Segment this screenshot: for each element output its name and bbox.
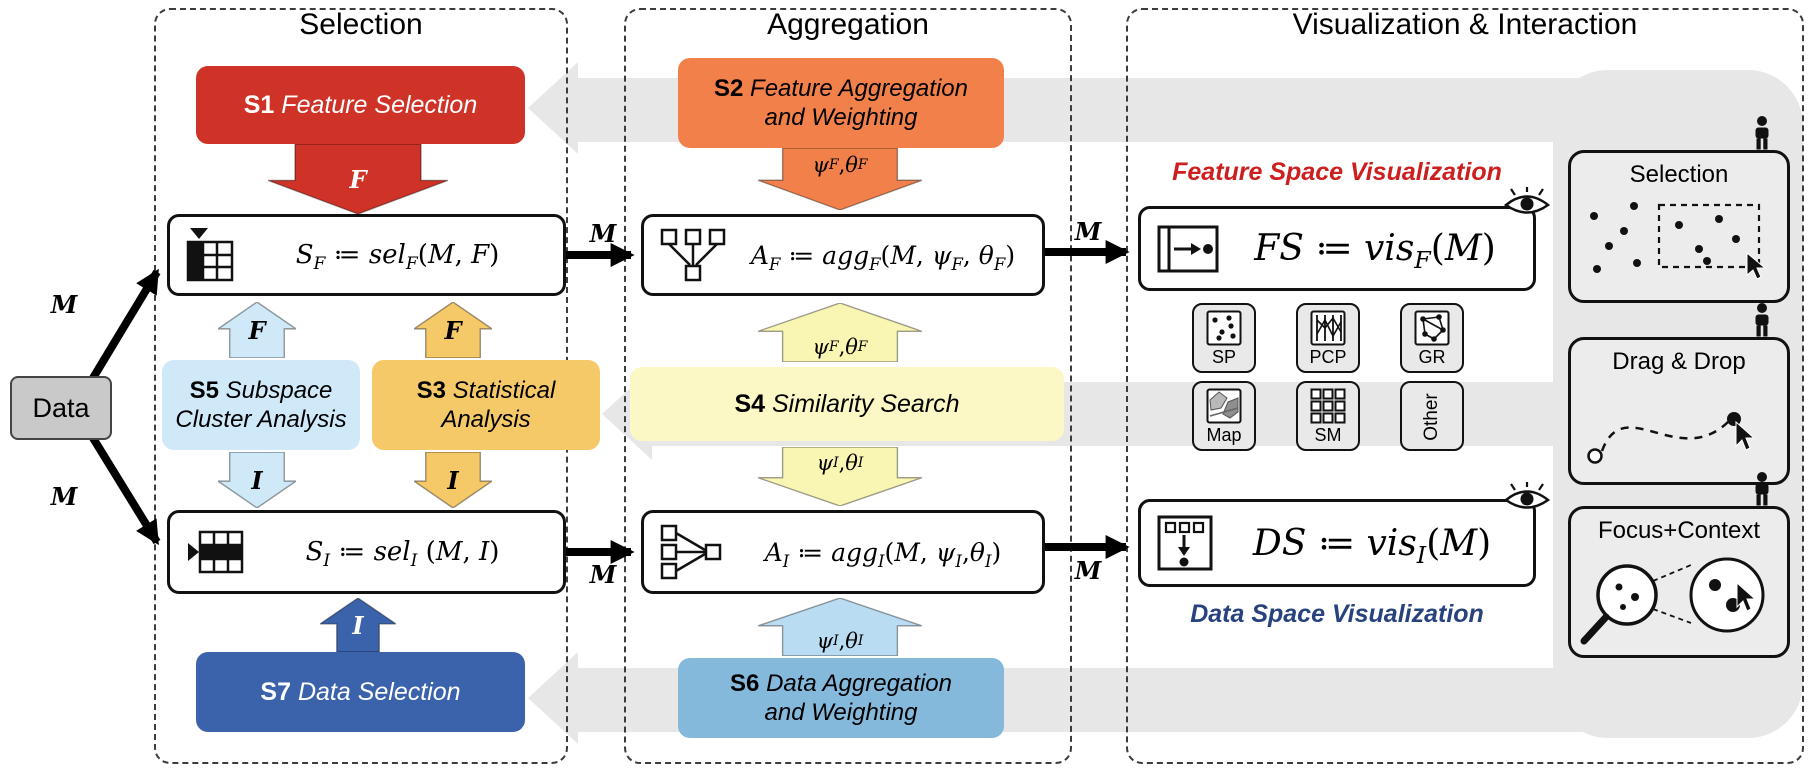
magnifier-icon <box>1580 564 1658 645</box>
person-icon <box>1755 303 1769 337</box>
arrow-f-amber-up: F <box>414 302 492 358</box>
selection-illustration <box>1590 202 1767 280</box>
map-icon <box>1206 388 1242 424</box>
arrow-label: I <box>251 465 263 495</box>
arrow-label: I <box>447 465 459 495</box>
cursor-icon <box>1736 581 1757 612</box>
formula-fs: FS ≔ visF(M) <box>1254 228 1496 275</box>
feature-vis-icon <box>1157 225 1219 272</box>
edge-label-m: M <box>1074 217 1102 246</box>
row-selection-icon <box>188 530 244 574</box>
cursor-icon <box>1746 251 1767 280</box>
edge-label-m: M <box>1074 556 1102 585</box>
aggregation-items-box: AI ≔ aggI(M, ψI,θI) <box>641 510 1045 594</box>
data-space-vis-label: Data Space Visualization <box>1190 600 1484 628</box>
step-s4-similarity-search: S4 Similarity Search <box>630 367 1064 441</box>
eye-icon <box>1504 187 1550 214</box>
feature-aggregation-icon <box>660 228 726 282</box>
panel-title-visualization: Visualization & Interaction <box>1292 8 1638 41</box>
edge-data-to-si <box>89 435 161 546</box>
edge-label-m: M <box>50 290 78 319</box>
eye-icon <box>1504 482 1550 509</box>
focus-context-illustration <box>1580 557 1765 645</box>
context-lens <box>1689 557 1765 633</box>
data-space-vis-box: DS ≔ visI(M) <box>1138 499 1536 587</box>
scatterplot-icon <box>1206 310 1242 346</box>
arrow-label: F <box>444 315 462 345</box>
interaction-focus-context: Focus+Context <box>1568 506 1790 658</box>
arrow-i-amber-down: I <box>414 452 492 508</box>
person-icon <box>1755 116 1769 150</box>
vis-type-sp: SP <box>1192 303 1256 373</box>
interaction-drag-drop: Drag & Drop <box>1568 337 1790 485</box>
vis-type-pcp: PCP <box>1296 303 1360 373</box>
vis-type-gr: GR <box>1400 303 1464 373</box>
cursor-icon <box>1735 420 1756 451</box>
panel-title-aggregation: Aggregation <box>767 8 929 41</box>
selection-items-box: SI ≔ selI (M, I) <box>167 510 566 594</box>
vis-type-other: Other <box>1400 381 1464 451</box>
edge-label-m: M <box>50 482 78 511</box>
step-s6-data-aggregation: S6 Data Aggregation and Weighting <box>678 658 1004 738</box>
column-selection-icon <box>186 228 234 282</box>
vis-type-map: Map <box>1192 381 1256 451</box>
edge-label-m: M <box>589 560 617 589</box>
panel-title-selection: Selection <box>299 8 423 41</box>
small-multiples-icon <box>1310 388 1346 424</box>
formula-af: AF ≔ aggF(M, ψF, θF) <box>750 240 1016 274</box>
feature-space-vis-label: Feature Space Visualization <box>1172 158 1502 186</box>
interaction-selection: Selection <box>1568 150 1790 303</box>
arrow-label: F <box>248 315 266 345</box>
step-s3-statistical-analysis: S3 Statistical Analysis <box>372 360 600 450</box>
edge-data-to-sf <box>89 268 161 381</box>
loop-arrowhead-s7 <box>528 652 578 744</box>
data-vis-icon <box>1157 515 1213 571</box>
arrow-label: I <box>352 610 364 640</box>
loop-arrowhead-s1 <box>528 62 578 154</box>
vis-type-sm: SM <box>1296 381 1360 451</box>
arrow-f-lightblue-up: F <box>218 302 296 358</box>
data-node: Data <box>10 376 112 440</box>
formula-ds: DS ≔ visI(M) <box>1252 522 1492 569</box>
edge-label-m: M <box>589 219 617 248</box>
arrow-f-red-down: F <box>268 144 448 214</box>
step-s7-data-selection: S7 Data Selection <box>196 652 525 732</box>
graph-icon <box>1414 310 1450 346</box>
aggregation-features-box: AF ≔ aggF(M, ψF, θF) <box>641 214 1045 296</box>
parallel-coordinates-icon <box>1310 310 1346 346</box>
selection-features-box: SF ≔ selF(M, F) <box>167 214 566 296</box>
formula-ai: AI ≔ aggI(M, ψI,θI) <box>764 537 1002 571</box>
arrow-i-lightblue-down: I <box>218 452 296 508</box>
arrow-i-darkblue-up: I <box>320 598 396 652</box>
arrow-label: F <box>349 164 367 194</box>
step-s5-subspace-cluster-analysis: S5 Subspace Cluster Analysis <box>162 360 360 450</box>
formula-sf: SF ≔ selF(M, F) <box>295 240 500 275</box>
step-s2-feature-aggregation: S2 Feature Aggregation and Weighting <box>678 58 1004 148</box>
formula-si: SI ≔ selI (M, I) <box>305 537 500 572</box>
panel-aggregation <box>624 8 1072 764</box>
drag-drop-illustration <box>1587 412 1756 464</box>
feature-space-vis-box: FS ≔ visF(M) <box>1138 206 1536 291</box>
step-s1-feature-selection: S1 Feature Selection <box>196 66 525 144</box>
data-aggregation-icon <box>660 524 722 580</box>
person-icon <box>1755 472 1769 506</box>
panel-visualization <box>1126 8 1804 764</box>
